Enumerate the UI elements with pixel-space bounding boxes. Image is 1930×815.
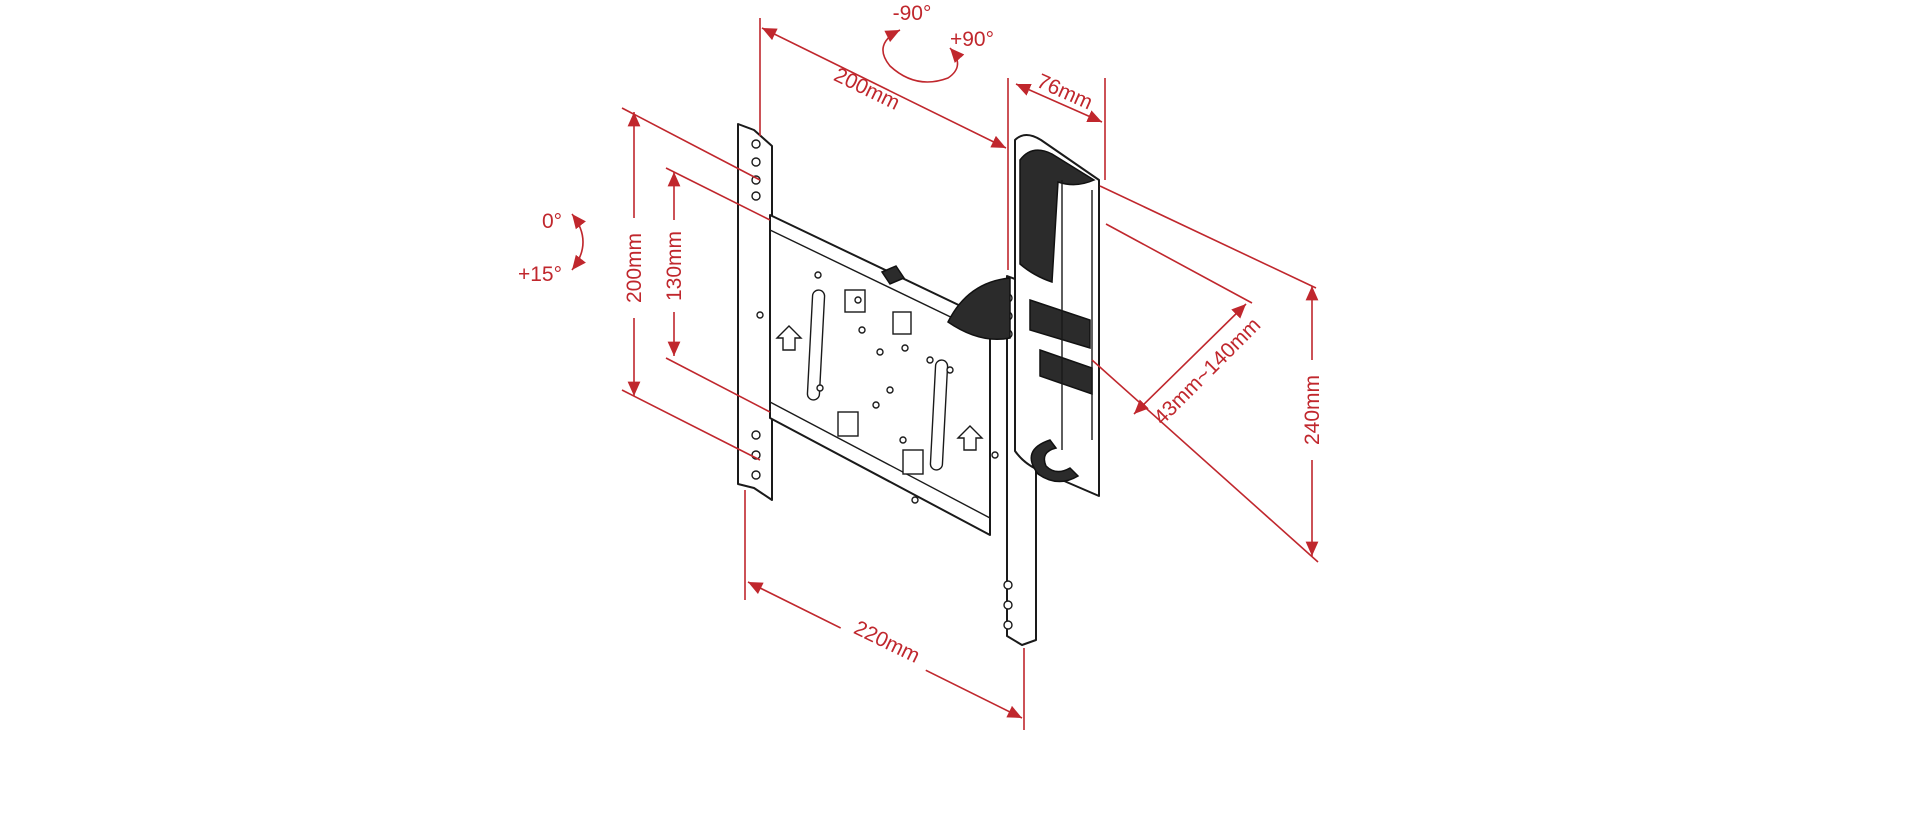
plate-opening [892,311,912,335]
dim-line-arm-depth [1015,83,1103,123]
mount-device [737,123,1100,646]
cable-hook [1030,439,1080,483]
label-left-outer: 200mm [623,233,646,303]
plate-opening [902,449,924,475]
dim-line-top-width [761,27,1007,149]
left-rail [737,123,773,501]
label-top-width: 200mm [830,63,903,114]
swivel-indicator: -90° +90° [882,2,994,83]
arm-pivot [947,277,1011,341]
label-arm-extension: 43mm~140mm [1150,314,1266,430]
label-tilt-max: +15° [518,263,562,286]
dim-line-arm-extension [1133,303,1247,415]
label-tilt-zero: 0° [542,210,562,233]
label-swivel-right: +90° [950,28,994,51]
label-swivel-left: -90° [893,2,932,25]
label-left-inner: 130mm [663,231,686,301]
plate-slot-right [929,359,949,471]
mounting-plate [769,214,991,536]
label-right-height: 240mm [1301,375,1324,445]
plate-slot-left [806,289,826,401]
up-arrow-icon [956,425,984,451]
plate-opening [837,411,859,437]
up-arrow-icon [775,325,803,351]
label-arm-depth: 76mm [1033,70,1096,115]
tilt-indicator: 0° +15° [518,210,586,286]
